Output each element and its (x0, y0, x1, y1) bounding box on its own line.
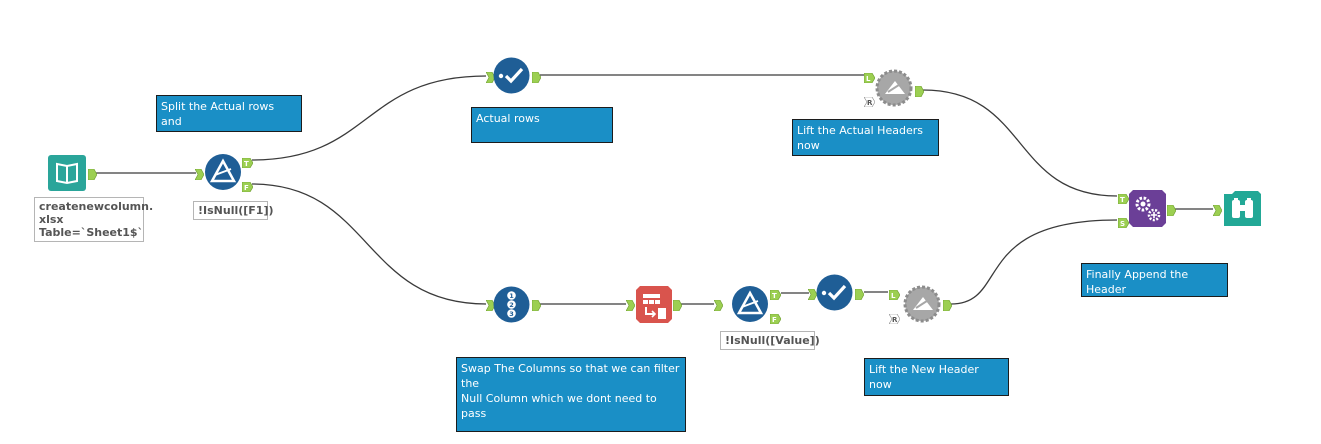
transpose-icon (636, 286, 672, 323)
append-output-anchor[interactable] (1166, 203, 1177, 221)
wire-filter1-false-to-recordid (251, 183, 487, 305)
select2-input-anchor[interactable] (807, 287, 818, 305)
dynrename1-tool[interactable] (875, 69, 913, 107)
input-data-tool[interactable] (48, 155, 86, 191)
record-id-123-icon: 1 2 3 (493, 286, 530, 323)
recordid-input-anchor[interactable] (485, 298, 496, 316)
filter1-false-letter: F (244, 184, 249, 192)
dynrename2-tool[interactable] (903, 285, 941, 323)
filter2-true-letter: T (772, 292, 777, 300)
wire-dynrename1-to-append-t (922, 89, 1118, 197)
filter2-false-anchor[interactable]: F (769, 311, 782, 329)
dynrename1-left-anchor[interactable]: L (863, 70, 876, 88)
comment-append-header[interactable]: Finally Append the Header Value for Each… (1081, 263, 1228, 326)
book-icon (48, 155, 86, 191)
svg-text:3: 3 (509, 310, 514, 318)
comment-swap-columns[interactable]: Swap The Columns so that we can filter t… (456, 357, 686, 432)
filter1-tool[interactable] (204, 153, 242, 191)
filter1-false-anchor[interactable]: F (241, 179, 254, 197)
record-id-tool[interactable]: 1 2 3 (493, 286, 530, 323)
dynamic-rename-icon (903, 285, 941, 323)
input-output-anchor[interactable] (87, 167, 98, 185)
transpose-tool[interactable] (636, 286, 672, 323)
filter-triangle-icon (205, 154, 241, 190)
filter1-input-anchor[interactable] (194, 167, 205, 185)
dynrename1-left-letter: L (866, 75, 871, 83)
select2-output-anchor[interactable] (854, 287, 865, 305)
dynrename2-left-letter: L (891, 292, 896, 300)
checkmark-select-icon (816, 274, 853, 311)
svg-text:2: 2 (509, 301, 514, 309)
comment-split-rows[interactable]: Split the Actual rows and Header Row (156, 95, 302, 143)
recordid-output-anchor[interactable] (531, 298, 542, 316)
dynamic-rename-icon (875, 69, 913, 107)
select2-tool[interactable] (816, 274, 853, 311)
select1-output-anchor[interactable] (531, 70, 542, 88)
filter2-tool[interactable] (731, 285, 769, 323)
dynrename2-right-letter: R (892, 316, 898, 324)
comment-lift-new-header[interactable]: Lift the New Header now (864, 358, 1009, 396)
svg-text:1: 1 (509, 292, 514, 300)
append-source-letter: S (1120, 220, 1125, 228)
filter2-expression-label: !IsNull([Value]) (720, 331, 820, 350)
select1-input-anchor[interactable] (485, 70, 496, 88)
comment-lift-actual-headers[interactable]: Lift the Actual Headers now (792, 119, 939, 156)
transpose-output-anchor[interactable] (672, 298, 683, 316)
filter-triangle-icon (732, 286, 768, 322)
binoculars-icon (1224, 191, 1261, 226)
dynrename2-output-anchor[interactable] (942, 298, 953, 316)
append-target-letter: T (1120, 196, 1125, 204)
dynrename1-output-anchor[interactable] (914, 84, 925, 102)
filter2-false-letter: F (772, 316, 777, 324)
filter2-true-anchor[interactable]: T (769, 287, 782, 305)
dynrename1-right-anchor[interactable]: R (863, 94, 876, 112)
append-fields-gear-icon (1129, 190, 1166, 227)
append-source-anchor[interactable]: S (1117, 215, 1130, 233)
input-tool-label: createnewcolumn. xlsx Table=`Sheet1$` (34, 197, 153, 242)
dynrename2-left-anchor[interactable]: L (888, 287, 901, 305)
dynrename2-right-anchor[interactable]: R (888, 311, 901, 329)
browse-tool[interactable] (1224, 191, 1261, 226)
append-target-anchor[interactable]: T (1117, 191, 1130, 209)
filter1-true-anchor[interactable]: T (241, 155, 254, 173)
filter1-true-letter: T (244, 160, 249, 168)
comment-actual-rows[interactable]: Actual rows (471, 107, 613, 143)
checkmark-select-icon (493, 57, 530, 94)
filter1-expression-label: !IsNull([F1]) (193, 201, 274, 220)
browse-input-anchor[interactable] (1212, 203, 1223, 221)
append-fields-tool[interactable] (1129, 190, 1166, 227)
transpose-input-anchor[interactable] (625, 298, 636, 316)
dynrename1-right-letter: R (867, 99, 873, 107)
select1-tool[interactable] (493, 57, 530, 94)
filter2-input-anchor[interactable] (713, 298, 724, 316)
